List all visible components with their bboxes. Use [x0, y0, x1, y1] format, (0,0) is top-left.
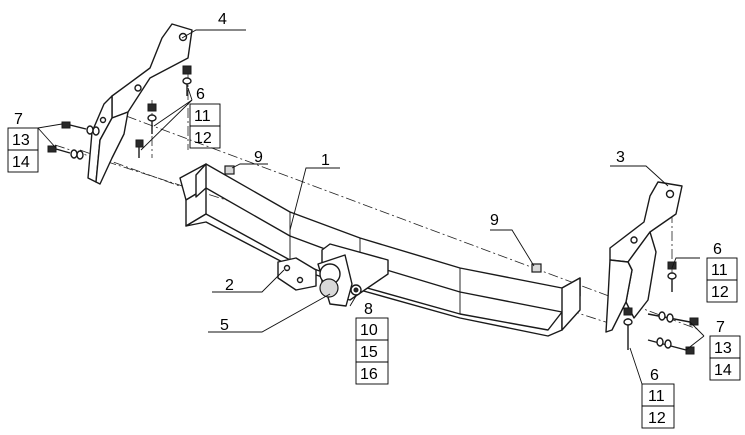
label-part-1: 1 [321, 152, 330, 169]
stack-left-fasteners: 7 13 14 [7, 111, 39, 173]
stack-right-bracket: 6 11 12 [706, 241, 738, 303]
stack-label: 10 [360, 322, 378, 339]
stack-label: 12 [194, 130, 212, 147]
right-bolt-set [623, 261, 699, 355]
stack-label: 13 [12, 132, 30, 149]
label-part-4: 4 [218, 11, 227, 28]
left-bolt-set [47, 65, 192, 160]
stack-label: 7 [14, 111, 23, 128]
stack-label: 13 [714, 340, 732, 357]
leader-lines [37, 29, 705, 385]
stack-label: 6 [650, 367, 659, 384]
label-part-9-left: 9 [254, 149, 263, 166]
stack-ball: 8 10 15 16 [355, 301, 389, 385]
stack-label: 15 [360, 344, 378, 361]
stack-label: 7 [716, 319, 725, 336]
stack-label: 12 [711, 284, 729, 301]
stack-label: 11 [194, 108, 211, 125]
assembly-axes [54, 72, 701, 350]
label-part-2: 2 [225, 277, 234, 294]
label-part-9-right: 9 [490, 212, 499, 229]
stack-right-lower: 6 11 12 [641, 367, 675, 429]
right-mounting-bracket [605, 181, 683, 333]
part-labels: 4 9 1 3 9 2 5 [218, 11, 625, 334]
left-mounting-bracket [87, 23, 193, 185]
stack-label: 6 [196, 86, 205, 103]
stack-label: 12 [648, 410, 666, 427]
stack-label: 11 [648, 388, 665, 405]
nut-left [224, 165, 235, 175]
cross-beam [179, 163, 581, 337]
socket-plate [277, 257, 317, 291]
nut-right [531, 263, 542, 273]
label-part-5: 5 [220, 317, 229, 334]
tow-ball-assembly [317, 243, 389, 307]
stack-label: 14 [714, 362, 732, 379]
stack-label: 14 [12, 154, 30, 171]
stack-label: 8 [364, 301, 373, 318]
stack-label: 16 [360, 366, 378, 383]
stack-right-fasteners: 7 13 14 [709, 319, 741, 381]
stack-left-bracket: 6 11 12 [189, 86, 221, 149]
label-part-3: 3 [616, 149, 625, 166]
stack-label: 6 [713, 241, 722, 258]
stack-label: 11 [711, 262, 728, 279]
